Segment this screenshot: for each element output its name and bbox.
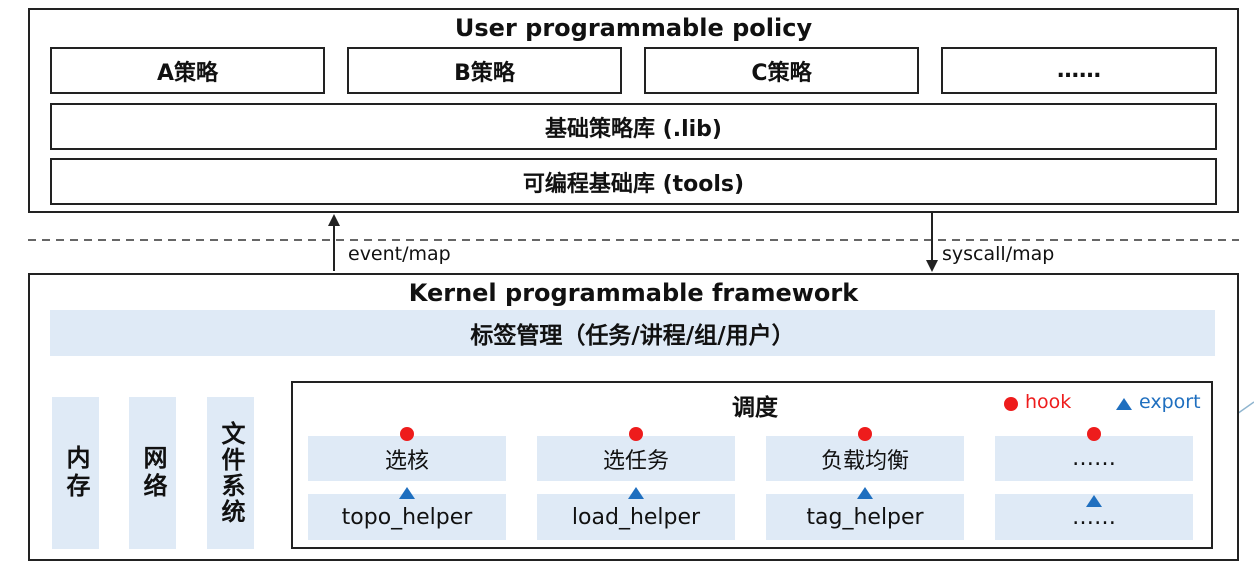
memory-column-label: 内存 <box>62 445 90 501</box>
hook-box-select-task: 选任务 <box>537 436 735 481</box>
export-icon <box>857 487 873 499</box>
syscall-map-label: syscall/map <box>942 243 1055 265</box>
kernel-framework-title: Kernel programmable framework <box>408 279 859 307</box>
policy-c-box: C策略 <box>644 47 919 94</box>
hook-legend-icon <box>1004 397 1018 411</box>
export-legend-icon <box>1116 398 1132 410</box>
base-policy-lib-box: 基础策略库 (.lib) <box>50 103 1217 150</box>
export-icon <box>399 487 415 499</box>
network-column: 网络 <box>129 397 176 549</box>
syscall-map-down-arrow <box>926 213 938 272</box>
user-policy-title: User programmable policy <box>454 14 813 42</box>
filesystem-column-label: 文件系统 <box>217 421 245 525</box>
programmable-tools-lib-box: 可编程基础库 (tools) <box>50 158 1217 205</box>
hook-icon <box>400 427 414 441</box>
tag-management-bar: 标签管理（任务/讲程/组/用户） <box>50 310 1215 356</box>
export-icon <box>628 487 644 499</box>
hook-box-select-core: 选核 <box>308 436 506 481</box>
event-map-up-arrow <box>328 214 340 271</box>
policy-a-box: A策略 <box>50 47 325 94</box>
network-column-label: 网络 <box>139 445 167 501</box>
hook-icon <box>858 427 872 441</box>
helper-box-topo: topo_helper <box>308 494 506 540</box>
policy-b-box: B策略 <box>347 47 622 94</box>
event-map-label: event/map <box>348 243 451 265</box>
policy-more-box: …… <box>941 47 1217 94</box>
hook-legend-label: hook <box>1025 391 1072 413</box>
hook-icon <box>1087 427 1101 441</box>
export-legend-label: export <box>1139 391 1201 413</box>
hook-box-more: …… <box>995 436 1193 481</box>
export-icon <box>1086 495 1102 507</box>
memory-column: 内存 <box>52 397 99 549</box>
scheduler-title: 调度 <box>732 395 778 421</box>
helper-box-tag: tag_helper <box>766 494 964 540</box>
hook-box-load-balance: 负载均衡 <box>766 436 964 481</box>
filesystem-column: 文件系统 <box>207 397 254 549</box>
helper-box-load: load_helper <box>537 494 735 540</box>
hook-icon <box>629 427 643 441</box>
